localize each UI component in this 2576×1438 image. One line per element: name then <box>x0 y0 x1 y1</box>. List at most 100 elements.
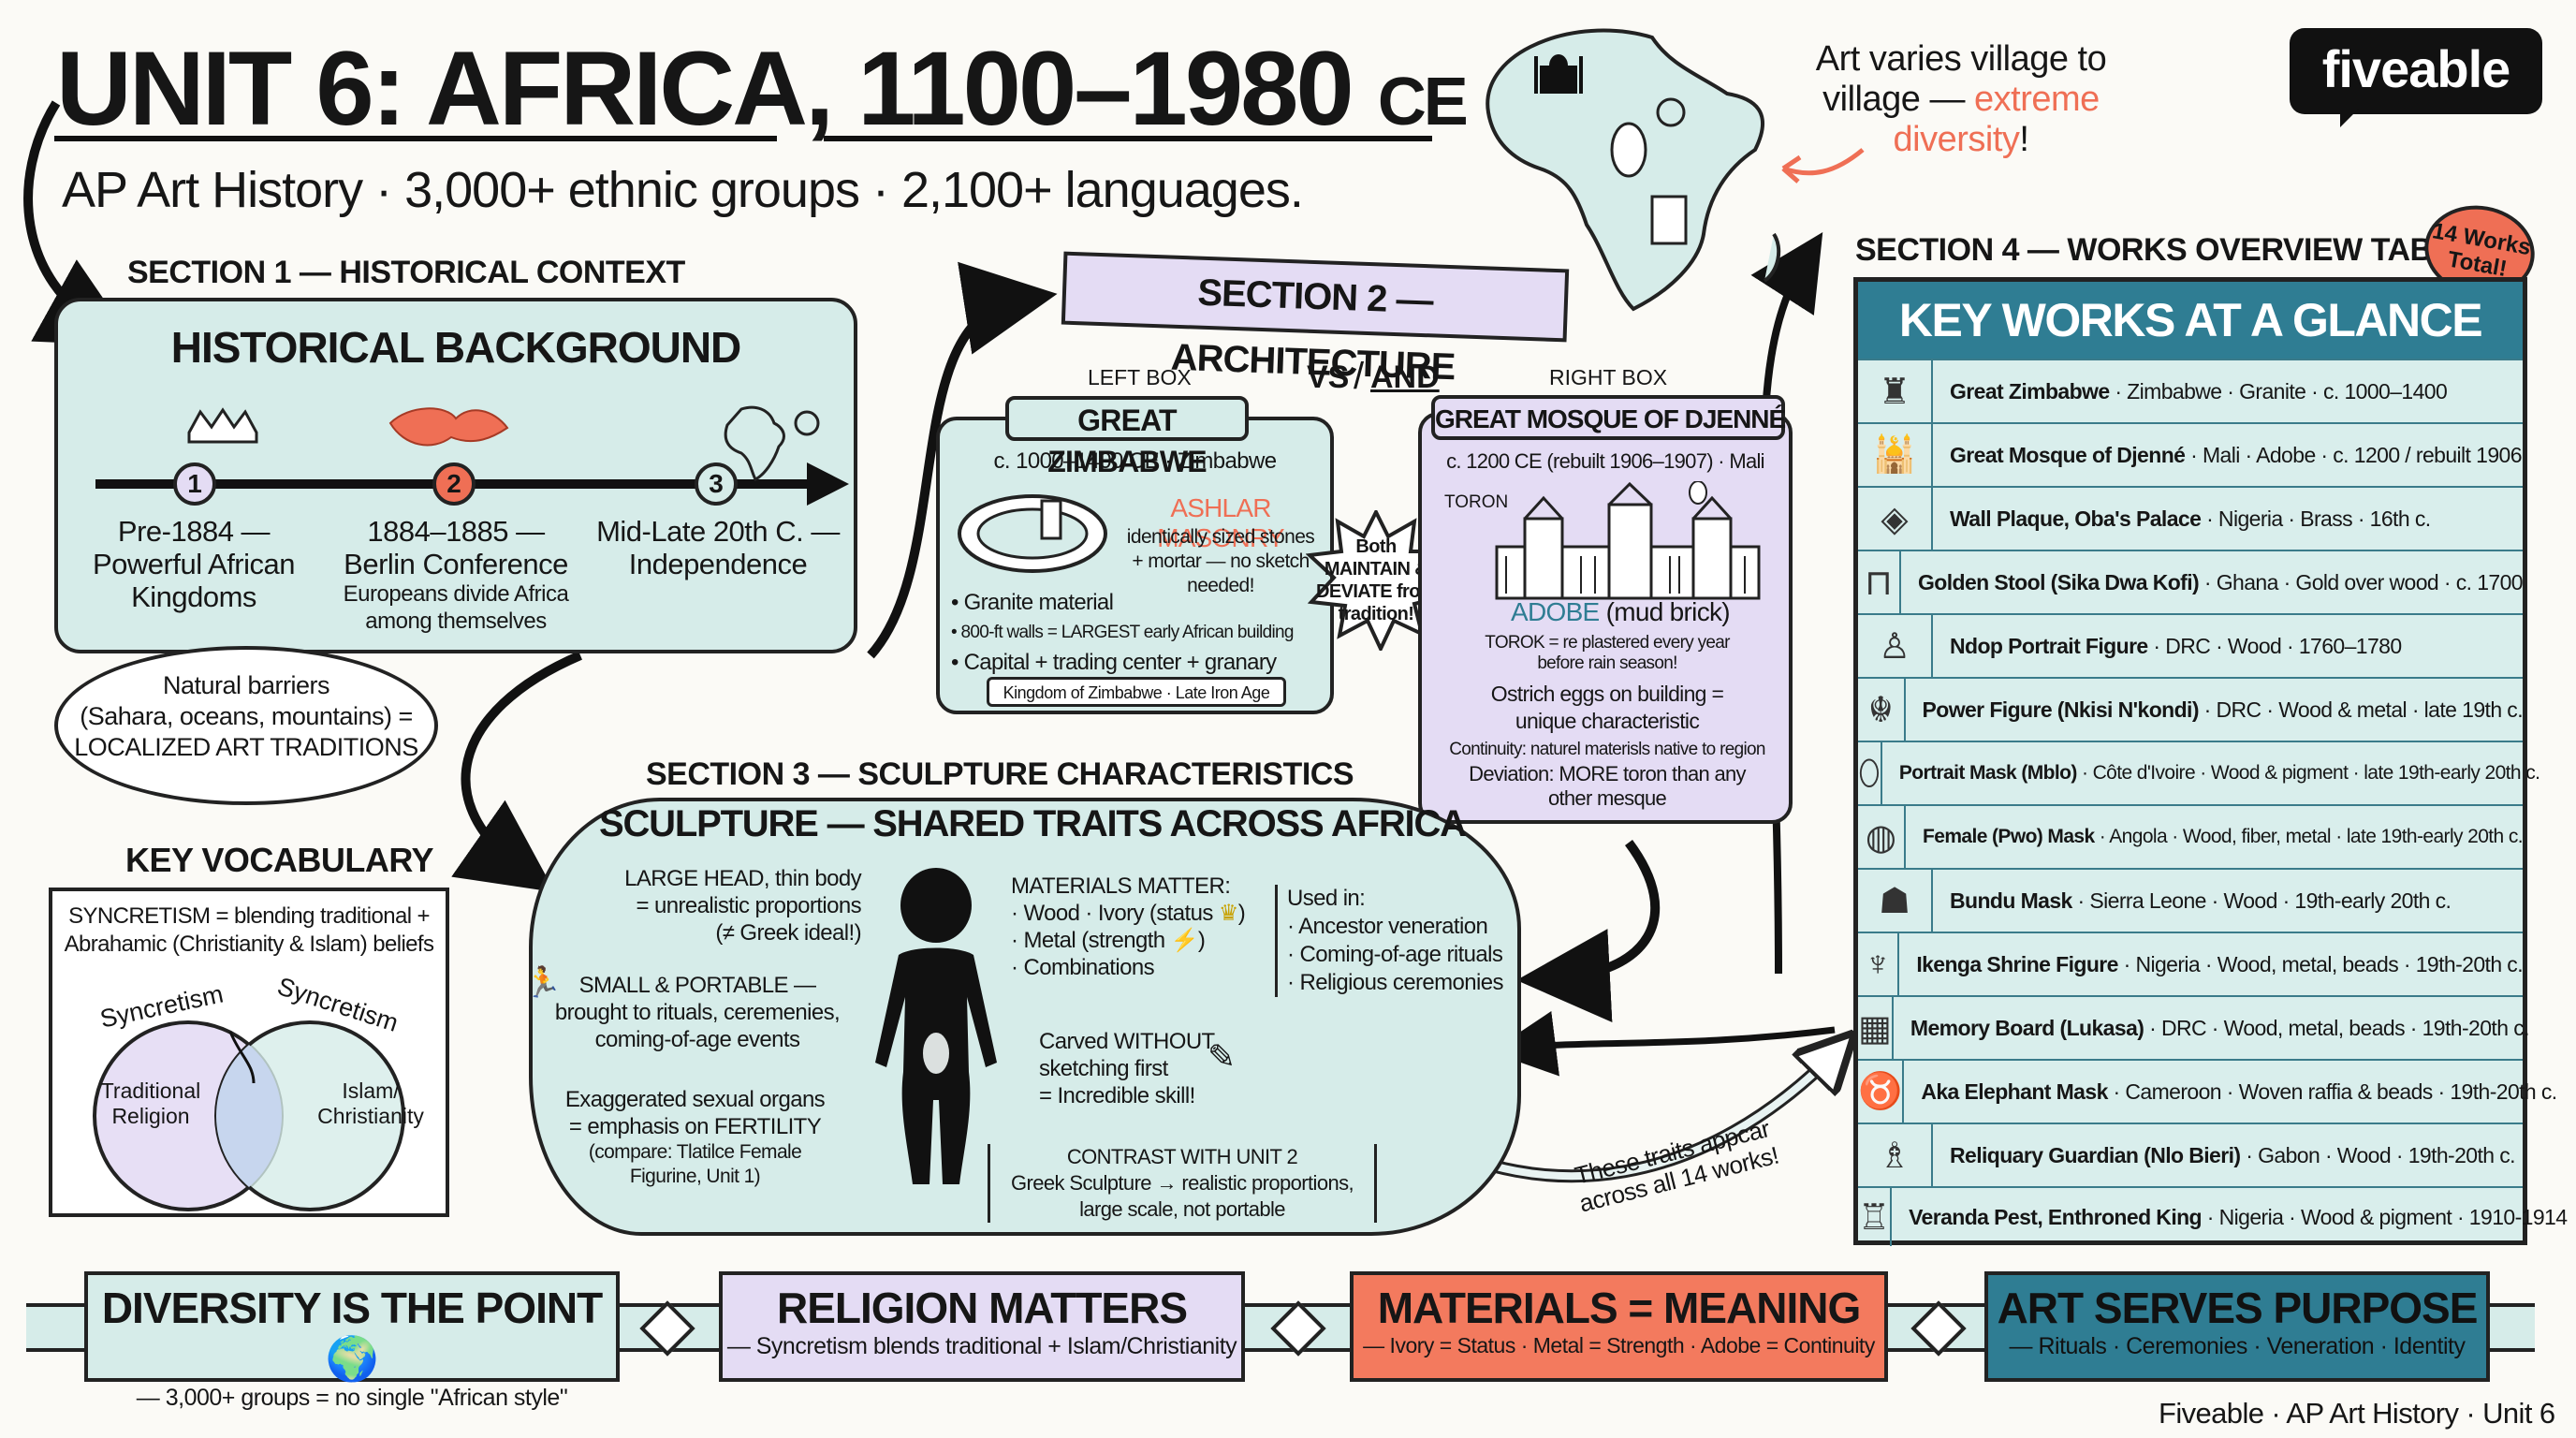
banner-diversity: DIVERSITY IS THE POINT 🌍 — 3,000+ groups… <box>84 1271 620 1411</box>
map-note-extreme: extreme <box>1974 80 2100 119</box>
works-table-body: ♜Great Zimbabwe · Zimbabwe · Granite · c… <box>1858 359 2568 1246</box>
great-zimbabwe-date: c. 1000–1400 CE · Zimbabwe <box>993 448 1278 474</box>
table-row[interactable]: ◈Wall Plaque, Oba's Palace · Nigeria · B… <box>1858 486 2523 550</box>
timeline-marker-1: 1 <box>173 462 216 506</box>
table-row[interactable]: ♉Aka Elephant Mask · Cameroon · Woven ra… <box>1858 1059 2557 1123</box>
africa-map-icon <box>1486 28 1781 312</box>
running-figure-icon: 🏃 <box>524 965 562 999</box>
memory-board-icon: ▦ <box>1858 997 1894 1059</box>
table-row[interactable]: ☬Power Figure (Nkisi N'kondi) · DRC · Wo… <box>1858 677 2524 741</box>
fiveable-logo: fiveable <box>2290 28 2542 114</box>
timeline-marker-3: 3 <box>695 462 738 506</box>
sculpture-cloud <box>529 798 1521 1236</box>
mosque-icon: 🕌 <box>1858 424 1933 486</box>
stool-icon: ⊓ <box>1858 551 1901 613</box>
left-box-tag: LEFT BOX <box>1088 365 1192 389</box>
banner-materials: MATERIALS = MEANING — Ivory = Status · M… <box>1350 1271 1888 1382</box>
page-title: UNIT 6: AFRICA, 1100–1980 CE <box>56 28 1469 149</box>
table-row[interactable]: ⊓Golden Stool (Sika Dwa Kofi) · Ghana · … <box>1858 550 2524 613</box>
djenne-date: c. 1200 CE (rebuilt 1906–1907) · Mali <box>1446 449 1764 473</box>
page-footer: Fiveable · AP Art History · Unit 6 <box>2159 1397 2555 1430</box>
and-label: AND <box>1370 360 1440 395</box>
map-note-diversity: diversity <box>1893 120 2020 159</box>
page-subtitle: AP Art History · 3,000+ ethnic groups · … <box>62 162 1304 218</box>
banner-religion: RELIGION MATTERS — Syncretism blends tra… <box>719 1271 1245 1382</box>
trait-small-portable: SMALL & PORTABLE — brought to rituals, c… <box>554 973 841 1052</box>
ashlar-masonry-description: identically sized stones + mortar — no s… <box>1126 526 1315 596</box>
historical-background-box: HISTORICAL BACKGROUND 1 2 3 Pre-1884 — P… <box>54 298 857 653</box>
figure-silhouette-icon <box>875 868 997 1184</box>
ashlar-masonry-label: ASHLAR MASONRY <box>1157 493 1284 552</box>
contrast-with-unit2: CONTRAST WITH UNIT 2 Greek Sculpture → r… <box>988 1144 1377 1223</box>
table-row[interactable]: ⬯Portrait Mask (Mblo) · Côte d'Ivoire · … <box>1858 741 2540 804</box>
arrow-map-note <box>1782 148 1865 176</box>
syncretism-venn-diagram <box>93 1020 405 1211</box>
djenne-mosque-icon <box>1495 481 1761 600</box>
title-main: UNIT 6: AFRICA, 1100–1980 <box>56 30 1354 147</box>
djenne-notes: TOROK = re plastered every year before r… <box>1449 633 1765 810</box>
arrow-section1-to-section2 <box>867 261 1058 659</box>
arrow-section1-to-section3 <box>451 651 582 892</box>
syncretism-definition: SYNCRETISM = blending traditional + Abra… <box>64 903 434 957</box>
used-in-list: Used in: · Ancestor veneration · Coming-… <box>1275 885 1512 997</box>
horned-figure-icon: ♆ <box>1858 933 1900 995</box>
pencil-icon: ✎ <box>1208 1037 1237 1076</box>
venn-right-label: Islam/ Christianity <box>317 1078 424 1128</box>
title-suffix: CE <box>1377 65 1469 139</box>
section3-heading: SECTION 3 — SCULPTURE CHARACTERISTICS <box>646 756 1354 792</box>
section4-heading: SECTION 4 — WORKS OVERVIEW TABLE <box>1855 232 2473 268</box>
africa-outline-icon <box>724 405 785 482</box>
vs-label: VS <box>1307 360 1350 395</box>
venn-left-label: Traditional Religion <box>100 1078 201 1128</box>
crown-icon <box>187 407 258 444</box>
lightning-icon: ⚡ <box>1170 928 1199 953</box>
carved-without-sketching: Carved WITHOUT sketching first = Incredi… <box>1039 1029 1215 1108</box>
table-row[interactable]: 🕌Great Mosque of Djenné · Mali · Adobe ·… <box>1858 422 2523 486</box>
sculpture-title: SCULPTURE — SHARED TRAITS ACROSS AFRICA <box>599 803 1467 844</box>
timeline-event-2: 1884–1885 — Berlin Conference Europeans … <box>343 515 569 634</box>
trait-large-head: LARGE HEAD, thin body = unrealistic prop… <box>624 866 861 946</box>
elephant-mask-icon: ♉ <box>1858 1061 1905 1123</box>
great-zimbabwe-enclosure-icon <box>958 494 1107 573</box>
great-zimbabwe-box: GREAT ZIMBABWE c. 1000–1400 CE · Zimbabw… <box>936 396 1334 714</box>
zimbabwe-footer-tag: Kingdom of Zimbabwe · Late Iron Age <box>987 677 1286 707</box>
table-row[interactable]: ♗Reliquary Guardian (Nlo Bieri) · Gabon … <box>1858 1123 2523 1186</box>
power-figure-icon: ☬ <box>1858 679 1906 741</box>
section1-heading: SECTION 1 — HISTORICAL CONTEXT <box>127 255 685 290</box>
works-table-title: KEY WORKS AT A GLANCE <box>1858 282 2523 359</box>
table-row[interactable]: ◍Female (Pwo) Mask · Angola · Wood, fibe… <box>1858 804 2524 868</box>
sun-icon <box>794 410 820 436</box>
mask-icon: ◍ <box>1858 806 1907 868</box>
slash-divider: / <box>1354 356 1365 397</box>
table-row[interactable]: ♙Ndop Portrait Figure · DRC · Wood · 176… <box>1858 613 2523 677</box>
table-row[interactable]: ▦Memory Board (Lukasa) · DRC · Wood, met… <box>1858 995 2529 1059</box>
timeline-event-1: Pre-1884 — Powerful African Kingdoms <box>93 515 296 613</box>
right-box-tag: RIGHT BOX <box>1549 365 1668 389</box>
map-note-line2: village — <box>1822 80 1965 119</box>
timeline-marker-2: 2 <box>432 462 476 506</box>
banner-purpose: ART SERVES PURPOSE — Rituals · Ceremonie… <box>1984 1271 2490 1382</box>
arrow-djenne-to-sculpture <box>1516 840 1661 1022</box>
logo-tail <box>2340 109 2359 127</box>
table-row[interactable]: ♖Veranda Pest, Enthroned King · Nigeria … <box>1858 1186 2568 1246</box>
trait-fertility: Exaggerated sexual organs = emphasis on … <box>564 1087 826 1187</box>
helmet-mask-icon: ☗ <box>1858 870 1933 932</box>
works-table: KEY WORKS AT A GLANCE ♜Great Zimbabwe · … <box>1853 277 2568 1246</box>
arrow-table-to-sculpture-lower <box>1490 1011 1836 1077</box>
post-icon: ♖ <box>1858 1188 1893 1246</box>
table-row[interactable]: ♜Great Zimbabwe · Zimbabwe · Granite · c… <box>1858 359 2523 422</box>
table-row[interactable]: ♆Ikenga Shrine Figure · Nigeria · Wood, … <box>1858 932 2524 995</box>
map-note: Art varies village to village — extreme … <box>1807 39 2115 160</box>
historical-background-title: HISTORICAL BACKGROUND <box>170 323 742 372</box>
great-zimbabwe-title: GREAT ZIMBABWE <box>1005 396 1249 478</box>
vocab-heading: KEY VOCABULARY <box>125 841 434 879</box>
guardian-icon: ♗ <box>1858 1124 1933 1186</box>
vocab-box: SYNCRETISM = blending traditional + Abra… <box>49 888 449 1217</box>
ivory-crown-icon: ♛ <box>1218 901 1239 926</box>
mask-icon: ⬯ <box>1858 742 1882 804</box>
map-note-line1: Art varies village to <box>1815 39 2107 79</box>
zimbabwe-bullets: • Granite material • 800-ft walls = LARG… <box>951 590 1294 675</box>
toron-label: TORON <box>1444 492 1509 512</box>
table-row[interactable]: ☗Bundu Mask · Sierra Leone · Wood · 19th… <box>1858 868 2523 932</box>
timeline-event-3: Mid-Late 20th C. — Independence <box>596 515 840 580</box>
